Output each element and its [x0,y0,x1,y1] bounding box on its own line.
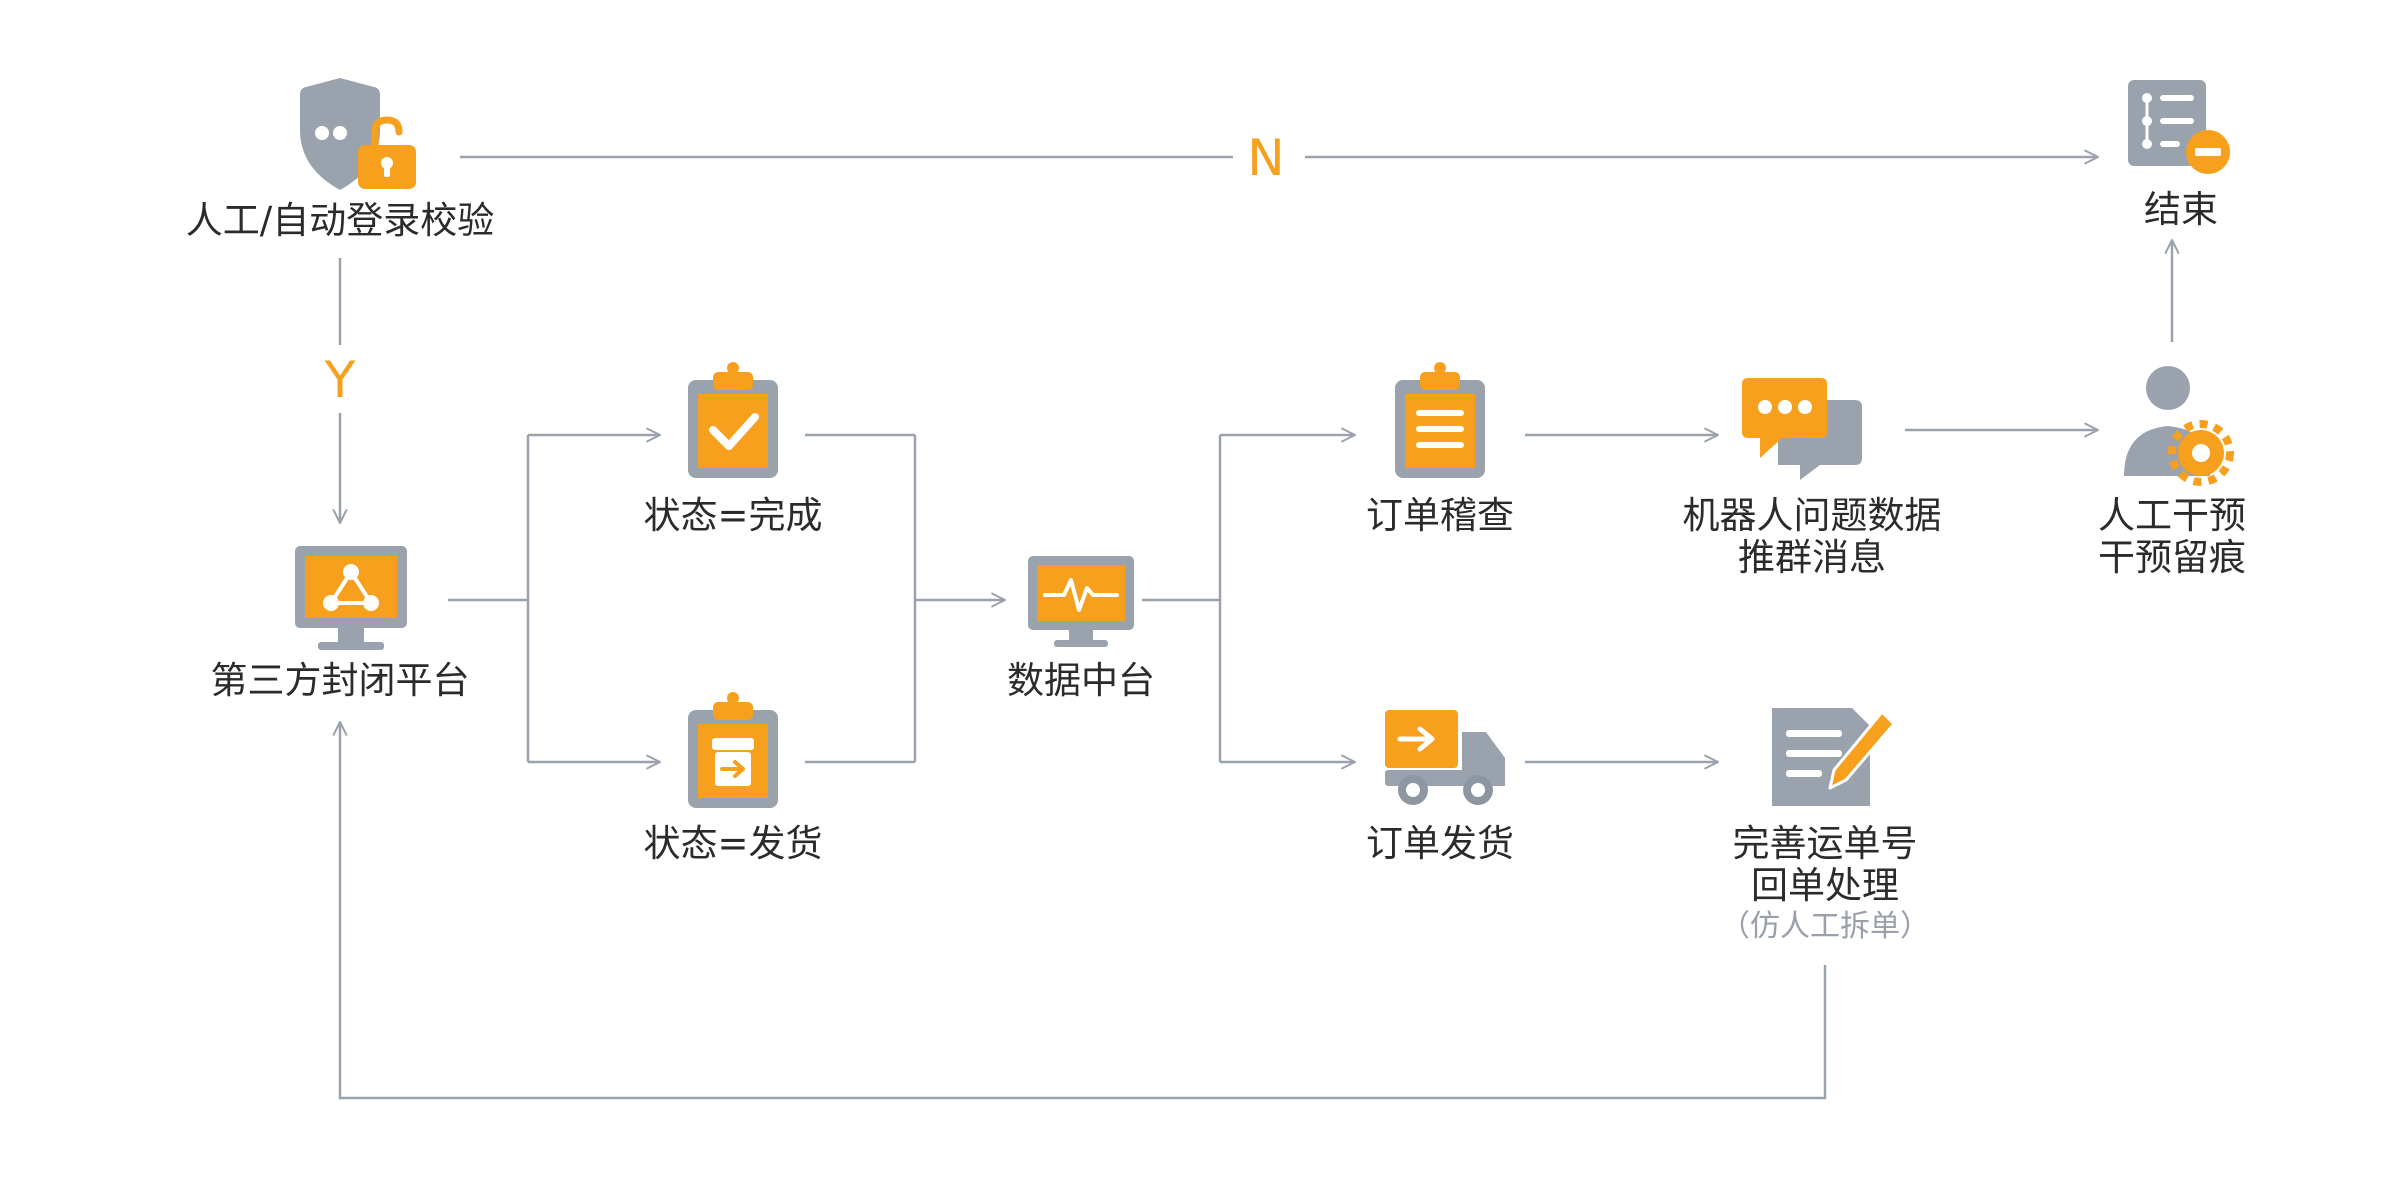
node-login-check: 人工/自动登录校验 [186,78,494,242]
node-label-line1: 人工干预 [2098,494,2246,537]
list-minus-icon [2128,80,2230,174]
document-pen-icon [1772,708,1896,806]
node-label: 数据中台 [1007,659,1155,702]
node-label: 状态=发货 [643,822,822,865]
node-label: 订单发货 [1366,822,1514,865]
node-label-line1: 完善运单号 [1733,822,1918,865]
node-label: 状态=完成 [643,494,822,537]
clipboard-check-icon [688,362,778,478]
node-label-line2: 干预留痕 [2098,536,2246,579]
node-waybill: 完善运单号 回单处理 （仿人工拆单） [1720,708,1930,944]
node-label: 人工/自动登录校验 [186,199,494,242]
chat-bubbles-icon [1742,378,1862,480]
node-end: 结束 [2128,80,2230,231]
node-label-line1: 机器人问题数据 [1683,494,1942,537]
user-gear-icon [2124,366,2234,486]
node-data-center: 数据中台 [1007,556,1155,702]
connectors [332,149,2180,1100]
node-label: 第三方封闭平台 [211,659,470,702]
node-note: （仿人工拆单） [1720,909,1930,944]
edge-label-yes: Y [324,351,356,409]
clipboard-box-icon [688,692,778,808]
node-label: 订单稽查 [1366,494,1514,537]
node-manual: 人工干预 干预留痕 [2098,366,2246,579]
node-status-shipped: 状态=发货 [643,692,823,865]
node-order-ship: 订单发货 [1366,710,1514,865]
monitor-network-icon [295,546,407,650]
shield-lock-icon [300,78,416,190]
edge-label-no: N [1247,129,1284,187]
clipboard-list-icon [1395,362,1485,478]
node-order-check: 订单稽查 [1366,362,1514,537]
node-label-line2: 推群消息 [1738,536,1886,579]
node-robot-push: 机器人问题数据 推群消息 [1683,378,1942,579]
node-label: 结束 [2144,188,2218,231]
truck-icon [1385,710,1505,805]
monitor-pulse-icon [1028,556,1134,647]
edge-waybill-to-platform [332,721,1827,1100]
node-status-done: 状态=完成 [643,362,823,537]
node-platform: 第三方封闭平台 [211,546,470,702]
node-label-line2: 回单处理 [1751,864,1899,907]
